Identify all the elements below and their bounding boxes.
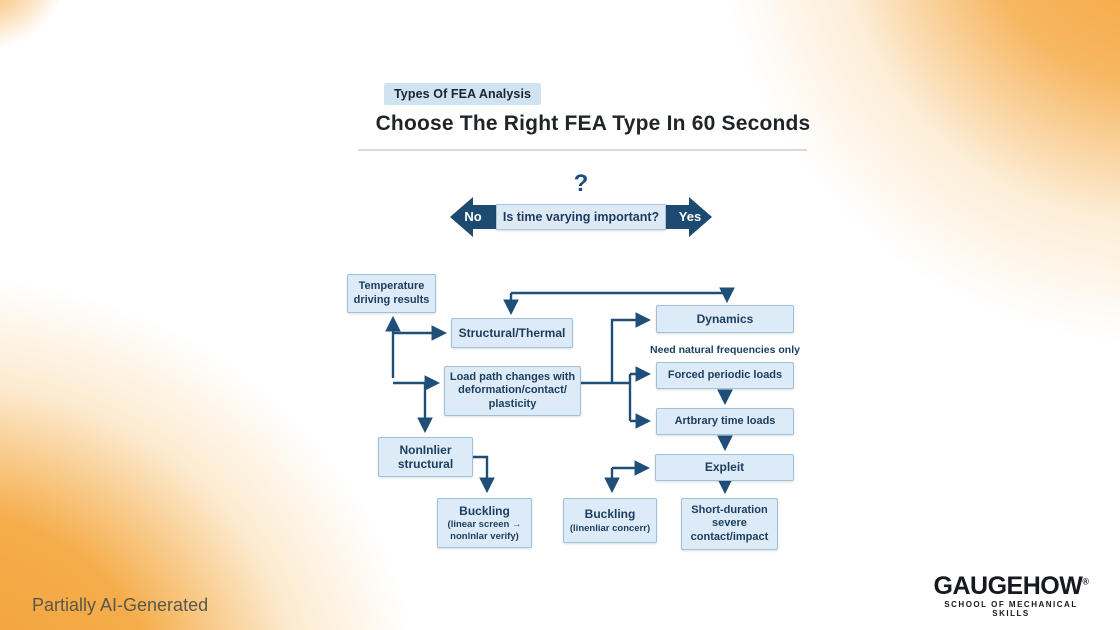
gaugehow-logo: GAUGEHOW® SCHOOL OF MECHANICAL SKILLS: [926, 572, 1096, 619]
ai-generated-note: Partially AI-Generated: [32, 595, 209, 615]
decision-question-bar: Is time varying important?: [496, 204, 666, 230]
node-explicit: Expleit: [655, 454, 794, 481]
node-forced-periodic-loads: Forced periodic loads: [656, 362, 794, 389]
note-need-natural-frequencies: Need natural frequencies only: [650, 344, 800, 356]
logo-tagline: SCHOOL OF MECHANICAL SKILLS: [944, 600, 1078, 618]
category-badge: Types Of FEA Analysis: [384, 83, 542, 105]
node-buckling-nonlinear-sub: (linenliar concerr): [569, 522, 651, 534]
no-label: No: [464, 209, 482, 224]
yes-label: Yes: [678, 209, 702, 224]
node-arbitrary-time-loads: Artbrary time loads: [656, 408, 794, 435]
yes-arrow-shape: [666, 197, 712, 237]
node-short-duration-impact: Short-duration severe contact/impact: [681, 498, 778, 550]
node-dynamics: Dynamics: [656, 305, 794, 333]
connector: [610, 312, 652, 383]
node-buckling-nonlinear: Buckling (linenliar concerr): [563, 498, 657, 543]
logo-wordmark: GAUGEHOW®: [933, 572, 1089, 600]
node-buckling-linear-sub: (linear screen → nonlnlar verify): [447, 519, 522, 542]
page-title: Choose The Right FEA Type In 60 Seconds: [375, 112, 811, 135]
question-mark: ?: [573, 170, 589, 197]
node-buckling-linear-title: Buckling: [459, 503, 510, 518]
node-buckling-linear-screen: Buckling (linear screen → nonlnlar verif…: [437, 498, 532, 548]
node-load-path-changes: Load path changes with deformation/conta…: [444, 366, 581, 416]
registered-mark-icon: ®: [1082, 576, 1089, 587]
connector: [473, 455, 495, 494]
node-structural-thermal: Structural/Thermal: [451, 318, 573, 348]
node-nonlinear-structural: NonInlier structural: [378, 437, 473, 477]
node-buckling-nonlinear-title: Buckling: [584, 507, 636, 522]
title-divider: [358, 149, 807, 151]
no-arrow-shape: [450, 197, 496, 237]
node-temperature-driving-results: Temperature driving results: [347, 274, 436, 313]
